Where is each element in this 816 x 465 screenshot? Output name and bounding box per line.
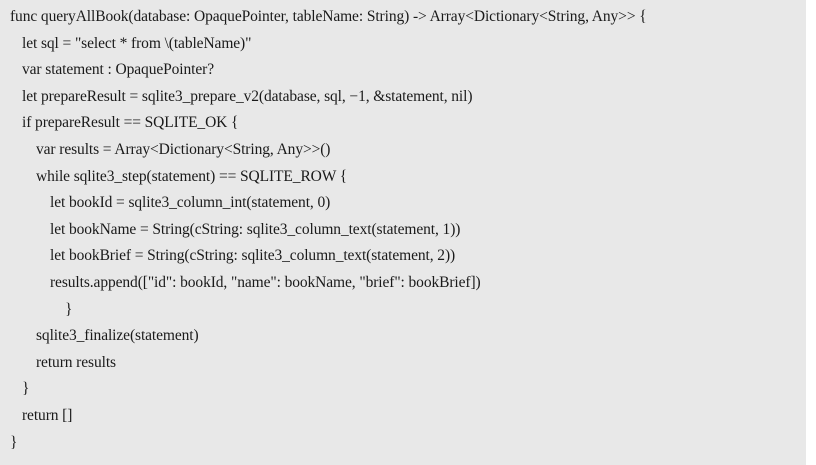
code-line-4: let prepareResult = sqlite3_prepare_v2(d… [22, 87, 473, 105]
code-line-13: sqlite3_finalize(statement) [36, 327, 199, 345]
code-line-14: return results [36, 353, 116, 371]
code-line-17: } [10, 433, 18, 451]
code-line-8: let bookId = sqlite3_column_int(statemen… [50, 194, 331, 212]
code-line-16: return [] [22, 406, 73, 424]
code-line-3: var statement : OpaquePointer? [22, 61, 214, 79]
code-line-10: let bookBrief = String(cString: sqlite3_… [50, 247, 456, 265]
code-line-12: } [65, 300, 73, 318]
code-line-6: var results = Array<Dictionary<String, A… [36, 140, 331, 158]
code-line-5: if prepareResult == SQLITE_OK { [22, 114, 239, 132]
code-line-2: let sql = "select * from \(tableName)" [22, 34, 252, 52]
code-line-11: results.append(["id": bookId, "name": bo… [50, 273, 481, 291]
code-line-7: while sqlite3_step(statement) == SQLITE_… [36, 167, 348, 185]
code-line-15: } [22, 380, 30, 398]
code-line-1: func queryAllBook(database: OpaquePointe… [10, 8, 647, 25]
code-line-9: let bookName = String(cString: sqlite3_c… [50, 220, 461, 238]
